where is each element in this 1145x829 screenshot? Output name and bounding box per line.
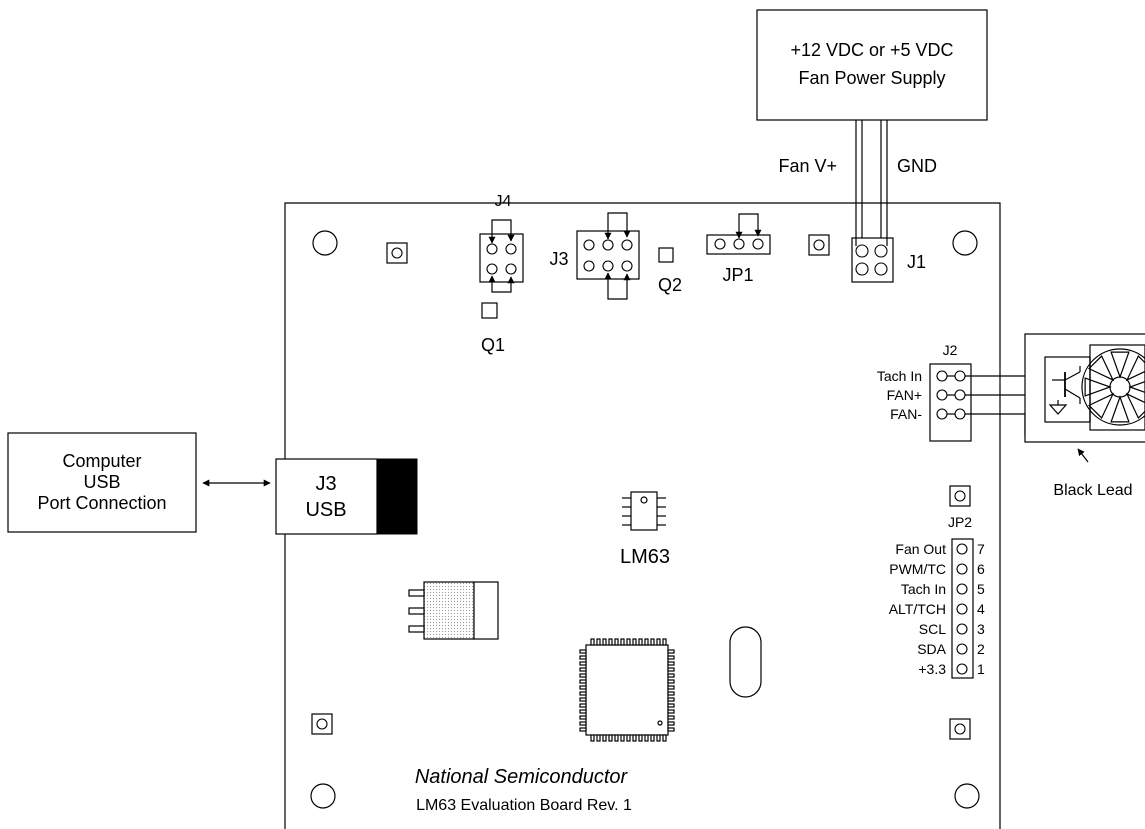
black-lead-label: Black Lead — [1053, 482, 1132, 499]
q1-label: Q1 — [481, 335, 505, 355]
test-point-icon — [311, 713, 333, 735]
gnd-label: GND — [897, 156, 937, 176]
fan-blade — [1088, 392, 1115, 419]
jp2-pin-icon — [956, 563, 968, 575]
power-supply-line2: Fan Power Supply — [798, 68, 945, 88]
fan-blade — [1128, 380, 1145, 394]
jp2-pin-number: 2 — [977, 641, 985, 657]
power-supply-box: +12 VDC or +5 VDC Fan Power Supply — [756, 9, 988, 121]
j2-pin-tach-in: Tach In — [877, 368, 922, 384]
j3-header: J3 — [549, 212, 640, 300]
usb-connector-line1: J3 — [315, 473, 336, 495]
jp2-pin-name: Fan Out — [895, 541, 946, 557]
jp2-pin-icon — [956, 603, 968, 615]
mounting-hole-icon — [954, 783, 980, 809]
jp2-pin-name: Tach In — [901, 581, 946, 597]
jp2-pin-number: 1 — [977, 661, 985, 677]
computer-line1: Computer — [62, 451, 141, 471]
jp2-pin-number: 5 — [977, 581, 985, 597]
fan-blade — [1088, 355, 1115, 382]
q2-component: Q2 — [658, 247, 682, 295]
fan-blade — [1110, 395, 1130, 423]
board-maker: National Semiconductor — [415, 766, 629, 788]
crystal-icon — [729, 626, 762, 698]
jp2-pin-name: +3.3 — [918, 661, 946, 677]
computer-line2: USB — [83, 472, 120, 492]
black-lead-callout: Black Lead — [1053, 448, 1133, 499]
jp2-pin-name: ALT/TCH — [889, 601, 946, 617]
board-title: LM63 Evaluation Board Rev. 1 — [416, 797, 632, 814]
jp2-pin-number: 6 — [977, 561, 985, 577]
mounting-hole-icon — [312, 230, 338, 256]
j2-label: J2 — [943, 342, 958, 358]
test-point-icon — [949, 718, 971, 740]
q1-component: Q1 — [481, 302, 505, 355]
computer-line3: Port Connection — [37, 493, 166, 513]
jp1-header: JP1 — [706, 213, 771, 285]
jp2-pin-icon — [956, 643, 968, 655]
jp1-label: JP1 — [722, 265, 753, 285]
jp2-label: JP2 — [948, 514, 972, 530]
fan-icon — [1024, 333, 1145, 443]
j1-header: J1 — [851, 237, 926, 283]
j2-header: J2 Tach In FAN+ FAN- — [877, 342, 972, 442]
power-supply-line1: +12 VDC or +5 VDC — [790, 40, 953, 60]
j3-label: J3 — [549, 249, 568, 269]
fan-blade — [1110, 351, 1130, 379]
jp2-pin-number: 4 — [977, 601, 985, 617]
lm63-chip: LM63 — [620, 491, 670, 568]
jp2-pin-name: PWM/TC — [889, 561, 946, 577]
test-point-icon — [386, 242, 408, 264]
j4-header: J4 — [479, 193, 524, 293]
test-point-icon — [808, 234, 830, 256]
j4-label: J4 — [495, 193, 512, 210]
fan-blade — [1084, 377, 1112, 397]
q2-label: Q2 — [658, 275, 682, 295]
jp2-pin-icon — [956, 543, 968, 555]
jp2-pin-icon — [956, 583, 968, 595]
jp2-pin-name: SDA — [917, 641, 946, 657]
usb-connector-line2: USB — [305, 499, 346, 521]
jp2-pin-name: SCL — [919, 621, 946, 637]
jp2-pin-icon — [956, 663, 968, 675]
lm63-label: LM63 — [620, 546, 670, 568]
j1-label: J1 — [907, 252, 926, 272]
mounting-hole-icon — [310, 783, 336, 809]
voltage-regulator — [408, 581, 499, 640]
power-wires: Fan V+ GND — [778, 120, 937, 249]
computer-box: Computer USB Port Connection — [7, 432, 197, 533]
mounting-hole-icon — [952, 230, 978, 256]
fan-v-plus-label: Fan V+ — [778, 156, 837, 176]
jp2-pin-number: 7 — [977, 541, 985, 557]
usb-connector: J3 USB — [275, 458, 418, 535]
jp2-pin-icon — [956, 623, 968, 635]
j2-pin-fan-minus: FAN- — [890, 406, 922, 422]
j2-pin-fan-plus: FAN+ — [887, 387, 922, 403]
test-point-icon — [949, 485, 971, 507]
microcontroller-chip — [579, 638, 675, 742]
jp2-pin-number: 3 — [977, 621, 985, 637]
